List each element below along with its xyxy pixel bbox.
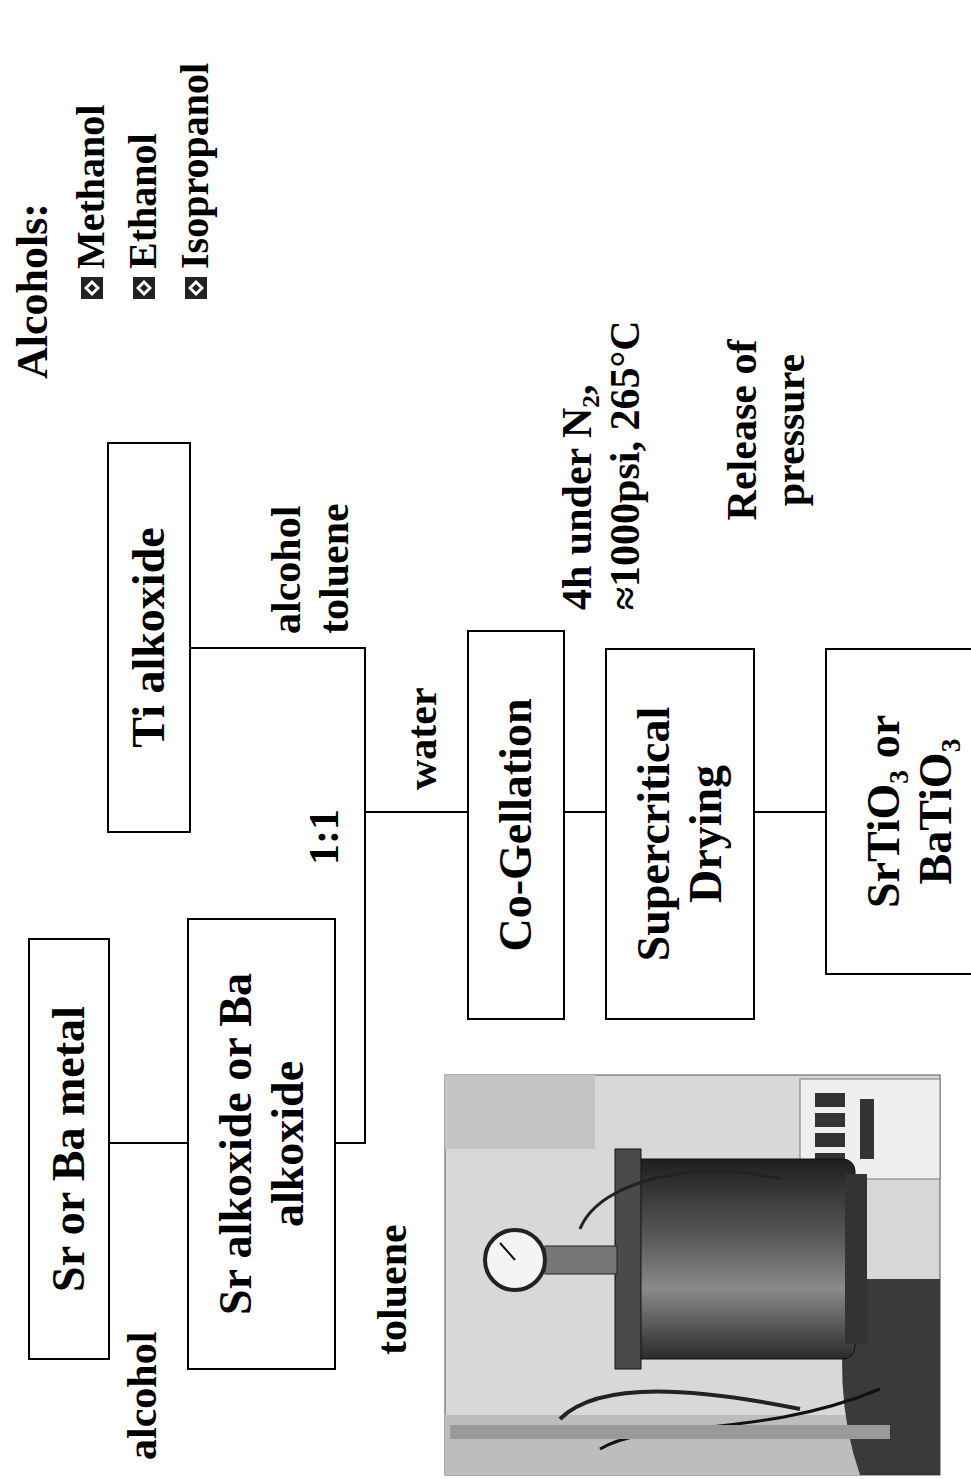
process-box: Supercritical Drying xyxy=(605,648,755,1020)
node-text: Ti alkoxide xyxy=(123,527,175,747)
reagent-label: water xyxy=(398,687,446,790)
connector-line xyxy=(191,648,467,812)
list-item: Isopropanol xyxy=(172,63,218,269)
process-box: Co-Gellation xyxy=(467,630,565,1020)
product-box: SrTiO₃ or BaTiO₃ xyxy=(825,648,971,975)
node-text: Co-Gellation xyxy=(490,699,542,952)
solvent-label: alcohol toluene xyxy=(262,434,359,634)
node-text: Sr alkoxide or Ba alkoxide xyxy=(210,934,313,1354)
connector-line xyxy=(110,1142,187,1144)
list-item: Methanol xyxy=(68,105,114,269)
node-text: SrTiO₃ or BaTiO₃ xyxy=(858,664,961,959)
node-text: Sr or Ba metal xyxy=(43,1006,95,1292)
list-item: Ethanol xyxy=(120,133,166,269)
list-bullets xyxy=(81,277,207,299)
autoclave-photo xyxy=(445,1075,940,1475)
node-text: Supercritical Drying xyxy=(628,664,731,1004)
list-heading: Alcohols: xyxy=(8,203,59,379)
step-note: Release of pressure xyxy=(718,300,815,560)
source-box: Sr or Ba metal xyxy=(28,938,110,1360)
process-box: Sr alkoxide or Ba alkoxide xyxy=(187,918,336,1370)
connector-line xyxy=(755,811,825,813)
process-box: Ti alkoxide xyxy=(107,442,191,833)
solvent-label: toluene xyxy=(368,1224,416,1355)
condition-note: 4h under N₂, ≈1000psi, 265°C xyxy=(553,220,650,610)
ratio-label: 1:1 xyxy=(300,809,348,865)
connector-line xyxy=(565,811,605,813)
solvent-label: alcohol xyxy=(118,1332,166,1460)
connector-line xyxy=(336,812,467,1143)
